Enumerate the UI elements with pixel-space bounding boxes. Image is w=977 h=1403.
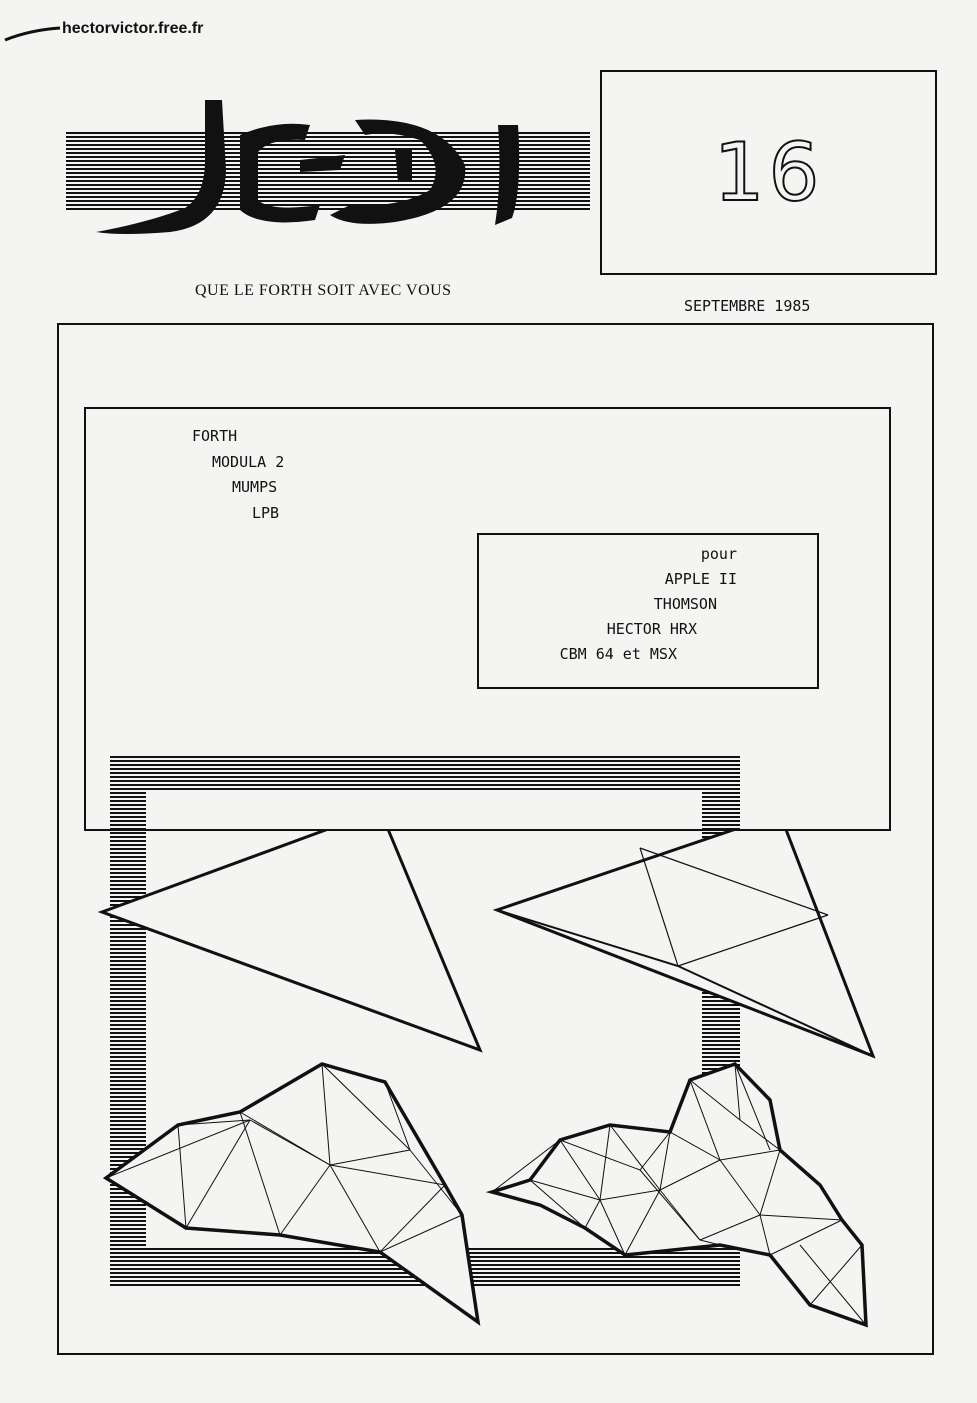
tagline: QUE LE FORTH SOIT AVEC VOUS (195, 282, 452, 299)
platforms-intro: pour (700, 545, 737, 563)
platform-item: HECTOR HRX (606, 620, 697, 638)
outer-frame (57, 323, 934, 1355)
language-item: FORTH (192, 427, 238, 445)
panel-subdivided-triangle (492, 812, 876, 1059)
site-watermark: hectorvictor.free.fr (62, 20, 204, 37)
panel-dense-mesh (485, 1061, 868, 1328)
panel-mesh (102, 1062, 481, 1326)
jedi-logo (96, 100, 520, 234)
issue-date: SEPTEMBRE 1985 (684, 297, 811, 315)
language-item: MODULA 2 (212, 453, 285, 471)
platform-item: APPLE II (664, 570, 737, 588)
platform-item: THOMSON (653, 595, 717, 613)
panel-triangle (97, 808, 483, 1053)
language-item: LPB (252, 504, 280, 522)
platforms-box: pour APPLE II THOMSON HECTOR HRX CBM 64 … (477, 533, 819, 689)
issue-number: 16 (713, 125, 824, 220)
issue-number-box: 16 (600, 70, 937, 275)
platform-item: CBM 64 et MSX (559, 645, 677, 663)
language-item: MUMPS (232, 478, 278, 496)
